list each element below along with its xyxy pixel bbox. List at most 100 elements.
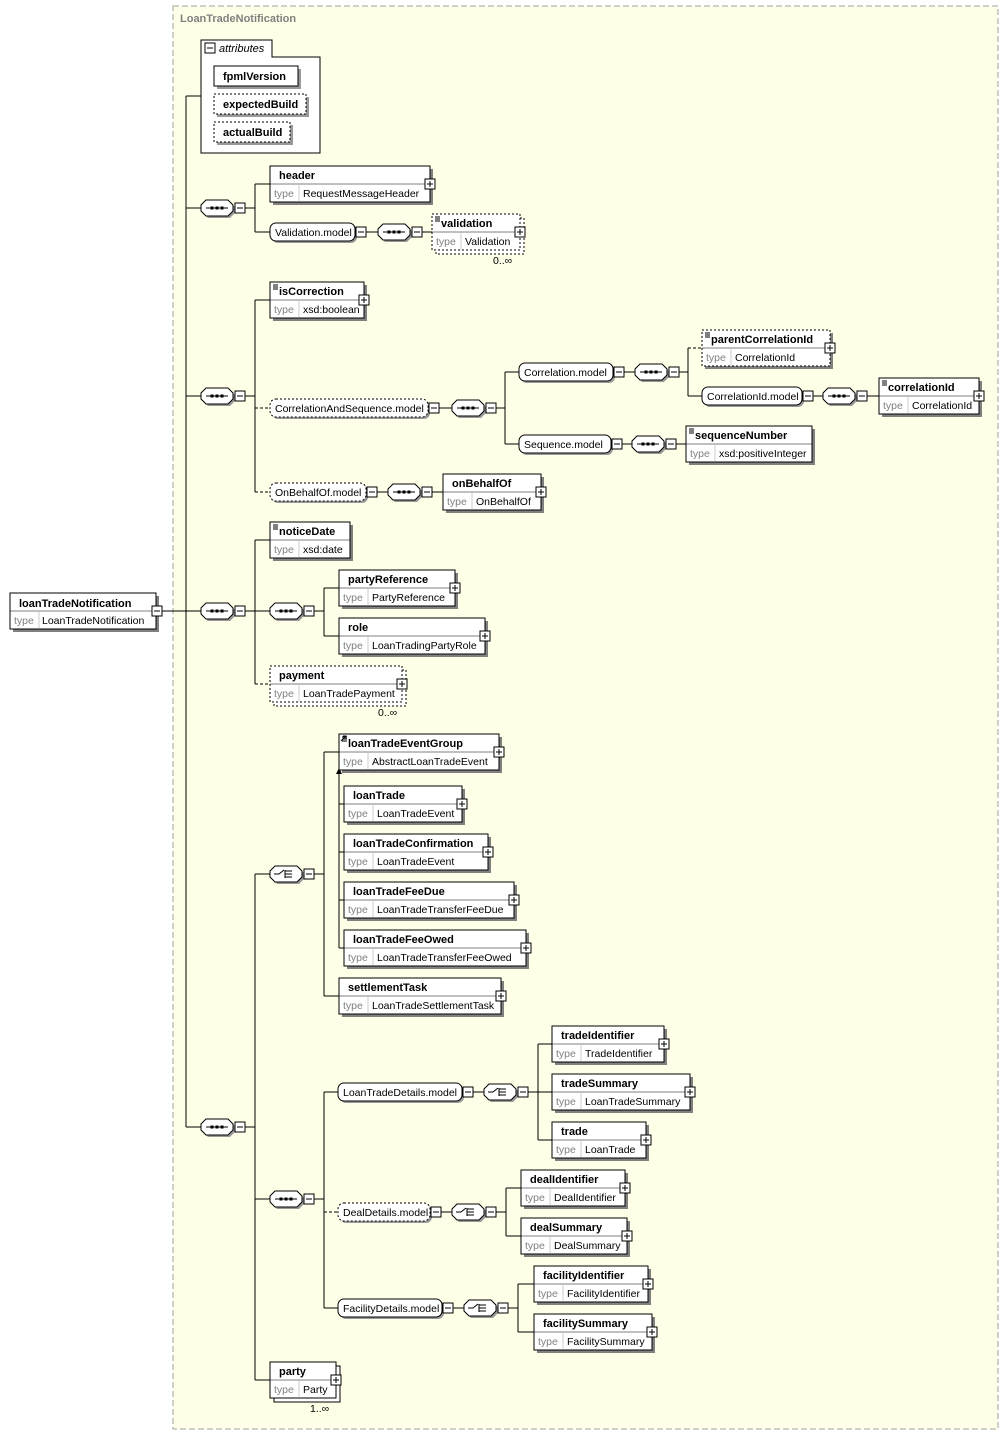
group-facilityDetailsModel[interactable]: FacilityDetails.model: [337, 1298, 444, 1319]
collapse-icon[interactable]: [802, 390, 814, 402]
sequence-compositor-section3: [200, 602, 235, 621]
group-onBehalfOfModel[interactable]: OnBehalfOf.model: [269, 482, 368, 503]
collapse-icon[interactable]: [517, 1086, 529, 1098]
sequence-compositor-correlation-model: [634, 363, 669, 382]
expand-icon[interactable]: [396, 678, 408, 690]
root-collapse-icon[interactable]: [151, 605, 163, 617]
expand-icon[interactable]: [508, 894, 520, 906]
expand-icon[interactable]: [973, 390, 985, 402]
group-correlationAndSequenceModel[interactable]: CorrelationAndSequence.model: [269, 398, 430, 419]
attribute-box: [213, 93, 307, 115]
collapse-icon[interactable]: [234, 202, 246, 214]
collapse-icon[interactable]: [462, 1086, 474, 1098]
group-correlationModel[interactable]: Correlation.model: [518, 362, 615, 383]
collapse-icon[interactable]: [411, 226, 423, 238]
attribute-actualBuild[interactable]: actualBuild: [213, 121, 293, 145]
group-correlationIdModel[interactable]: CorrelationId.model: [701, 386, 804, 407]
collapse-icon[interactable]: [668, 366, 680, 378]
expand-icon[interactable]: [646, 1326, 658, 1338]
group-loanTradeDetailsModel[interactable]: LoanTradeDetails.model: [337, 1082, 464, 1103]
expand-icon[interactable]: [482, 846, 494, 858]
element-name: trade: [561, 1126, 588, 1138]
collapse-icon[interactable]: [303, 605, 315, 617]
type-label: type: [274, 1384, 294, 1396]
expand-icon[interactable]: [424, 178, 436, 190]
collapse-icon[interactable]: [485, 402, 497, 414]
element-type: LoanTradingPartyRole: [372, 640, 477, 652]
group-dealDetailsModel[interactable]: DealDetails.model: [337, 1202, 432, 1223]
collapse-icon[interactable]: [303, 1193, 315, 1205]
attributes-collapse-icon[interactable]: [204, 42, 216, 54]
group-sequenceModel[interactable]: Sequence.model: [518, 434, 613, 455]
collapse-icon[interactable]: [428, 402, 440, 414]
choice-glyph: [456, 1207, 474, 1216]
group-validationModel[interactable]: Validation.model: [269, 222, 357, 243]
expand-icon[interactable]: [479, 630, 491, 642]
choice-compositor-dealdetails: [451, 1203, 486, 1222]
collapse-icon[interactable]: [430, 1206, 442, 1218]
expand-icon[interactable]: [642, 1278, 654, 1290]
expand-icon[interactable]: [456, 798, 468, 810]
expand-icon[interactable]: [535, 486, 547, 498]
collapse-icon[interactable]: [234, 605, 246, 617]
collapse-icon[interactable]: [856, 390, 868, 402]
collapse-icon[interactable]: [665, 438, 677, 450]
element-name: validation: [441, 218, 493, 230]
collapse-icon[interactable]: [442, 1302, 454, 1314]
expand-icon[interactable]: [514, 226, 526, 238]
expand-icon[interactable]: [493, 746, 505, 758]
occurrence-label: 0..∞: [378, 707, 397, 719]
attribute-fpmlVersion[interactable]: fpmlVersion: [213, 65, 301, 89]
expand-icon[interactable]: [358, 294, 370, 306]
expand-icon[interactable]: [495, 990, 507, 1002]
collapse-icon[interactable]: [366, 486, 378, 498]
occurrence-label: 0..∞: [493, 255, 512, 267]
element-type: xsd:boolean: [303, 304, 360, 316]
collapse-icon[interactable]: [234, 1121, 246, 1133]
expand-icon[interactable]: [520, 942, 532, 954]
expand-icon[interactable]: [658, 1038, 670, 1050]
collapse-icon[interactable]: [613, 366, 625, 378]
collapse-icon[interactable]: [485, 1206, 497, 1218]
attribute-expectedBuild[interactable]: expectedBuild: [213, 93, 309, 117]
collapse-icon[interactable]: [234, 390, 246, 402]
collapse-icon[interactable]: [611, 438, 623, 450]
expand-icon[interactable]: [621, 1230, 633, 1242]
collapse-icon[interactable]: [303, 868, 315, 880]
expand-icon[interactable]: [684, 1086, 696, 1098]
expand-icon[interactable]: [619, 1182, 631, 1194]
expand-icon[interactable]: [824, 342, 836, 354]
collapse-icon[interactable]: [421, 486, 433, 498]
expand-icon[interactable]: [640, 1134, 652, 1146]
expand-icon[interactable]: [449, 582, 461, 594]
expand-icon[interactable]: [330, 1374, 342, 1386]
collapse-icon[interactable]: [497, 1302, 509, 1314]
collapse-icon[interactable]: [355, 226, 367, 238]
